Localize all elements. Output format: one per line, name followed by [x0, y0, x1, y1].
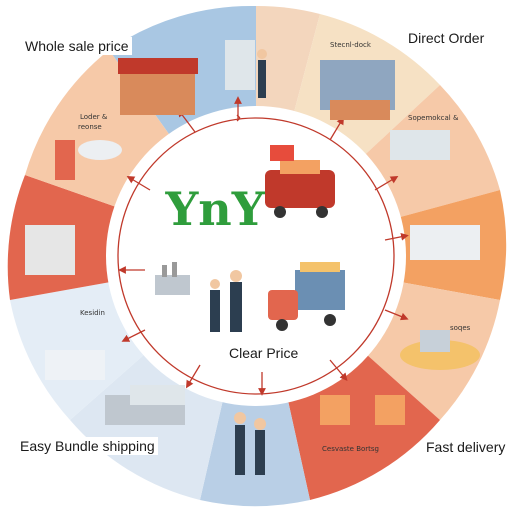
warehouse-illustration — [320, 60, 395, 120]
factory-illustration — [155, 262, 190, 295]
worker-illustration — [55, 140, 122, 180]
team-illustration — [234, 412, 266, 475]
delivery-truck-illustration — [268, 262, 345, 331]
presenter-illustration — [225, 40, 267, 98]
food-truck-illustration — [265, 145, 335, 218]
caption-reonse: reonse — [78, 123, 102, 131]
server-racks-illustration — [25, 225, 75, 275]
caption-kesidin: Kesidin — [80, 309, 105, 317]
direct-order-label: Direct Order — [405, 29, 488, 47]
clear-price-label: Clear Price — [226, 344, 302, 362]
shop-illustration — [118, 58, 198, 115]
carts-illustration — [320, 395, 405, 425]
logo-text: YnY — [164, 182, 265, 236]
bundles-illustration — [390, 130, 450, 160]
laptop-illustration — [400, 330, 480, 370]
radial-arrows — [118, 96, 409, 396]
easy-bundle-shipping-label: Easy Bundle shipping — [17, 437, 158, 455]
business-people-illustration — [210, 270, 242, 332]
paperwork-illustration — [410, 225, 480, 260]
trucks-illustration — [105, 385, 185, 425]
wholesale-price-label: Whole sale price — [22, 37, 132, 55]
caption-sopemokcal: Sopemokcal & — [408, 114, 459, 122]
caption-soqes: soqes — [450, 324, 471, 332]
caption-stecnl-dock: Stecnl-dock — [330, 41, 371, 49]
caption-loder: Loder & — [80, 113, 108, 121]
documents-illustration — [45, 350, 105, 380]
caption-cesvaste-bortsg: Cesvaste Bortsg — [322, 445, 379, 453]
fast-delivery-label: Fast delivery — [423, 438, 509, 456]
